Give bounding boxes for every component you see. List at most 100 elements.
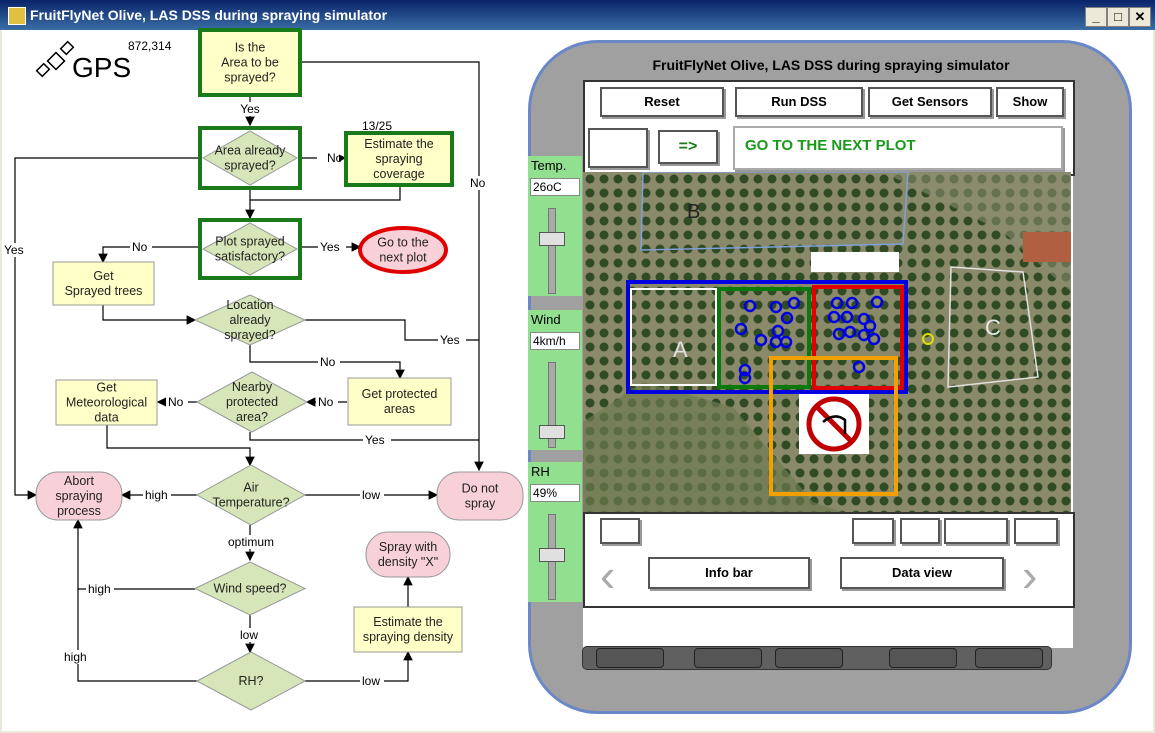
- bottom-control-4[interactable]: [944, 518, 1008, 544]
- scroll-left-icon[interactable]: ‹: [600, 549, 616, 601]
- bottom-control-1[interactable]: [600, 518, 640, 544]
- plot-satisfactory-decision-label: Plot sprayed: [215, 235, 285, 249]
- plot-satisfactory-decision-label: satisfactory?: [215, 250, 285, 264]
- area-to-spray-decision-label: Is the: [235, 41, 266, 55]
- sprayer-position-marker: [922, 333, 934, 345]
- rh-slider-thumb[interactable]: [539, 548, 565, 562]
- air-temperature-decision-label: Air: [243, 481, 258, 495]
- flow-label-no: No: [320, 355, 336, 369]
- map-label-box: [811, 252, 899, 272]
- plot-b-label: B: [687, 201, 700, 223]
- hardware-button-1[interactable]: [596, 648, 664, 668]
- go-next-plot-node-label: next plot: [379, 251, 427, 265]
- flow-label-yes: Yes: [440, 333, 460, 347]
- flow-label-no: No: [168, 395, 184, 409]
- coverage-progress: 13/25: [362, 119, 392, 133]
- scroll-right-icon[interactable]: ›: [1022, 549, 1038, 601]
- hardware-button-5[interactable]: [975, 648, 1043, 668]
- estimate-coverage-box-label: Estimate the: [364, 137, 434, 151]
- device-title: FruitFlyNet Olive, LAS DSS during sprayi…: [652, 57, 1010, 73]
- flow-label-low: low: [362, 674, 380, 688]
- orchard-map[interactable]: B C A: [583, 172, 1071, 512]
- minimize-button[interactable]: _: [1085, 7, 1107, 27]
- wind-panel: Wind 4km/h: [528, 310, 582, 450]
- wind-slider-track: [548, 362, 556, 448]
- get-sensors-button[interactable]: Get Sensors: [868, 87, 992, 117]
- next-plot-message: GO TO THE NEXT PLOT: [745, 137, 916, 154]
- nearby-protected-decision-label: Nearby: [232, 380, 273, 394]
- current-zone[interactable]: [812, 285, 904, 390]
- wind-slider-thumb[interactable]: [539, 425, 565, 439]
- temp-slider-thumb[interactable]: [539, 232, 565, 246]
- close-button[interactable]: ✕: [1129, 7, 1151, 27]
- hardware-button-2[interactable]: [694, 648, 762, 668]
- back-button[interactable]: [588, 128, 648, 168]
- rh-decision: RH?: [195, 651, 307, 711]
- get-meteo-data-box-label: Meteorological: [66, 396, 147, 410]
- wind-label: Wind: [531, 312, 561, 327]
- gps-count: 872,314: [128, 39, 172, 53]
- rh-value: 49%: [530, 484, 580, 502]
- window-title: FruitFlyNet Olive, LAS DSS during sprayi…: [30, 7, 388, 23]
- bottom-control-5[interactable]: [1014, 518, 1058, 544]
- hardware-button-3[interactable]: [775, 648, 843, 668]
- abort-spraying-node-label: Abort: [64, 474, 94, 488]
- plot-c-label: C: [985, 315, 1001, 340]
- protected-area[interactable]: [769, 356, 898, 496]
- sprayed-zone[interactable]: [717, 287, 811, 389]
- flow-label-high: high: [145, 488, 168, 502]
- show-button[interactable]: Show: [996, 87, 1064, 117]
- temp-value: 26oC: [530, 178, 580, 196]
- hardware-button-4[interactable]: [889, 648, 957, 668]
- get-protected-areas-box-label: areas: [384, 402, 415, 416]
- estimate-density-box-label: Estimate the: [373, 615, 443, 629]
- rh-decision-label: RH?: [238, 674, 263, 688]
- gps-label: GPS: [72, 52, 131, 83]
- abort-spraying-node-label: process: [57, 504, 101, 518]
- estimate-coverage-box-label: spraying: [375, 152, 422, 166]
- bottom-control-2[interactable]: [852, 518, 894, 544]
- satellite-icon: [35, 40, 75, 78]
- flow-label-yes: Yes: [240, 102, 260, 116]
- sprayed-tree-markers: [734, 295, 884, 385]
- next-plot-button[interactable]: =>: [658, 130, 718, 164]
- get-meteo-data-box-label: data: [94, 411, 118, 425]
- plot-a-boundary[interactable]: [626, 280, 908, 394]
- maximize-button[interactable]: □: [1107, 7, 1129, 27]
- reset-button[interactable]: Reset: [600, 87, 724, 117]
- air-temperature-decision-label: Temperature?: [212, 496, 289, 510]
- location-sprayed-decision-label: already: [230, 313, 272, 327]
- plot-a-label: A: [673, 337, 688, 362]
- nearby-protected-decision-label: protected: [226, 395, 278, 409]
- title-bar: FruitFlyNet Olive, LAS DSS during sprayi…: [0, 0, 1155, 30]
- abort-spraying-node-label: spraying: [55, 489, 102, 503]
- area-to-spray-decision-label: Area to be: [221, 56, 279, 70]
- app-icon: [8, 7, 26, 25]
- info-bar-button[interactable]: Info bar: [648, 557, 810, 589]
- get-protected-areas-box-label: Get protected: [362, 387, 438, 401]
- message-box: GO TO THE NEXT PLOT: [733, 126, 1063, 170]
- wind-speed-decision: Wind speed?: [193, 561, 307, 616]
- go-next-plot-node-label: Go to the: [377, 236, 428, 250]
- get-meteo-data-box-label: Get: [96, 381, 117, 395]
- rh-panel: RH 49%: [528, 462, 582, 602]
- bottom-control-3[interactable]: [900, 518, 940, 544]
- flowchart: Yes No Yes No No Yes No No Yes No Yes hi…: [3, 28, 524, 711]
- data-view-button[interactable]: Data view: [840, 557, 1004, 589]
- get-sprayed-trees-box-label: Sprayed trees: [65, 284, 143, 298]
- flow-label-yes: Yes: [365, 433, 385, 447]
- nearby-protected-decision-label: area?: [236, 410, 268, 424]
- temp-panel: Temp. 26oC: [528, 156, 582, 296]
- run-dss-button[interactable]: Run DSS: [735, 87, 863, 117]
